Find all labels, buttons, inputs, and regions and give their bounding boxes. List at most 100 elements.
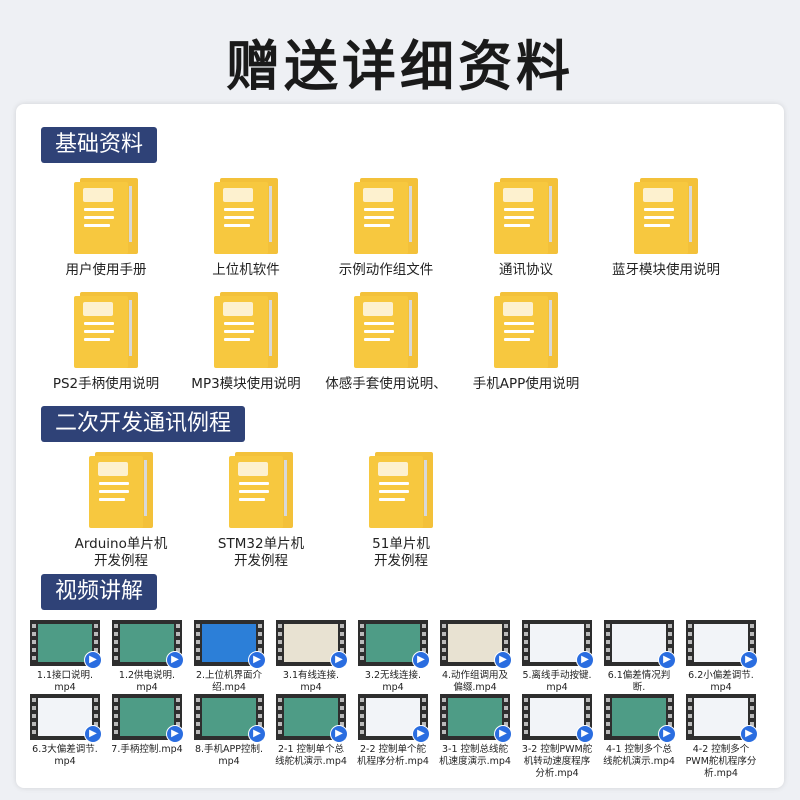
folder-icon [214,292,278,368]
video-thumbnail: ▶ [522,694,594,743]
folder-icon [74,178,138,254]
video-file-item[interactable]: ▶6.1偏差情况判断. mp4 [603,620,676,706]
video-thumbnail: ▶ [30,694,102,743]
video-file-item[interactable]: ▶6.3大偏差调节. mp4 [29,694,102,768]
folder-label: 通讯协议 [499,262,553,278]
folder-item[interactable]: MP3模块使用说明 [171,292,321,393]
video-thumbnail: ▶ [686,694,758,743]
folder-item[interactable]: 蓝牙模块使用说明 [591,178,741,279]
folder-icon [89,452,153,528]
folder-item[interactable]: 通讯协议 [451,178,601,279]
video-file-item[interactable]: ▶3-2 控制PWM舵 机转动速度程序 分析.mp4 [521,694,594,780]
folder-item[interactable]: Arduino单片机 开发例程 [46,452,196,570]
folder-icon [74,292,138,368]
folder-icon [369,452,433,528]
folder-icon [494,178,558,254]
video-file-item[interactable]: ▶1.1接口说明. mp4 [29,620,102,694]
video-file-item[interactable]: ▶4-2 控制多个 PWM舵机程序分 析.mp4 [685,694,758,780]
player-badge-icon: ▶ [740,651,758,669]
video-file-label: 7.手柄控制.mp4 [111,744,183,755]
video-file-item[interactable]: ▶4-1 控制多个总 线舵机演示.mp4 [603,694,676,768]
player-badge-icon: ▶ [248,725,266,743]
folder-label: PS2手柄使用说明 [52,376,160,392]
video-file-item[interactable]: ▶6.2小偏差调节. mp4 [685,620,758,694]
player-badge-icon: ▶ [166,725,184,743]
folder-label: 手机APP使用说明 [472,376,580,392]
video-file-label: 3.2无线连接. mp4 [364,670,422,693]
video-thumbnail: ▶ [686,620,758,669]
video-file-label: 3-1 控制总线舵 机速度演示.mp4 [439,744,511,767]
video-file-item[interactable]: ▶2.上位机界面介 绍.mp4 [193,620,266,694]
page-title: 赠送详细资料 [226,35,574,98]
video-file-item[interactable]: ▶5.离线手动按键. mp4 [521,620,594,694]
content-card: 基础资料 用户使用手册 上位机软件示例动作组文件 通讯协议 蓝牙模块使用说明 PS2手柄… [16,104,784,788]
player-badge-icon: ▶ [330,725,348,743]
section-basic-label: 基础资料 [41,127,158,163]
video-file-item[interactable]: ▶7.手柄控制.mp4 [111,694,184,756]
player-badge-icon: ▶ [330,651,348,669]
video-file-item[interactable]: ▶1.2供电说明. mp4 [111,620,184,694]
video-file-item[interactable]: ▶3-1 控制总线舵 机速度演示.mp4 [439,694,512,768]
player-badge-icon: ▶ [412,651,430,669]
video-file-label: 4-2 控制多个 PWM舵机程序分 析.mp4 [685,744,757,779]
folder-label: 51单片机 开发例程 [372,536,430,569]
folder-item[interactable]: 用户使用手册 [31,178,181,279]
video-file-label: 4.动作组调用及 偏缀.mp4 [441,670,509,693]
video-thumbnail: ▶ [440,694,512,743]
video-file-item[interactable]: ▶4.动作组调用及 偏缀.mp4 [439,620,512,694]
video-thumbnail: ▶ [604,620,676,669]
player-badge-icon: ▶ [576,651,594,669]
section-video-label: 视频讲解 [41,574,158,610]
player-badge-icon: ▶ [494,651,512,669]
folder-item[interactable]: 体感手套使用说明、 [311,292,461,393]
player-badge-icon: ▶ [658,725,676,743]
folder-item[interactable]: 上位机软件 [171,178,321,279]
folder-icon [354,292,418,368]
folder-item[interactable]: 手机APP使用说明 [451,292,601,393]
video-thumbnail: ▶ [30,620,102,669]
video-file-label: 2.上位机界面介 绍.mp4 [195,670,263,693]
video-file-item[interactable]: ▶2-1 控制单个总 线舵机演示.mp4 [275,694,348,768]
video-file-item[interactable]: ▶2-2 控制单个舵 机程序分析.mp4 [357,694,430,768]
folder-label: 示例动作组文件 [338,262,434,278]
video-file-label: 6.2小偏差调节. mp4 [688,670,754,693]
video-thumbnail: ▶ [358,620,430,669]
video-file-item[interactable]: ▶3.2无线连接. mp4 [357,620,430,694]
player-badge-icon: ▶ [248,651,266,669]
video-thumbnail: ▶ [604,694,676,743]
video-thumbnail: ▶ [440,620,512,669]
folder-item[interactable]: PS2手柄使用说明 [31,292,181,393]
video-thumbnail: ▶ [194,694,266,743]
video-file-label: 5.离线手动按键. mp4 [522,670,592,693]
video-file-label: 6.3大偏差调节. mp4 [32,744,98,767]
folder-icon [214,178,278,254]
video-thumbnail: ▶ [358,694,430,743]
folder-item[interactable]: 示例动作组文件 [311,178,461,279]
folder-icon [494,292,558,368]
video-thumbnail: ▶ [112,694,184,743]
folder-label: Arduino单片机 开发例程 [74,536,168,569]
video-file-label: 3-2 控制PWM舵 机转动速度程序 分析.mp4 [521,744,593,779]
video-file-label: 2-1 控制单个总 线舵机演示.mp4 [275,744,347,767]
video-file-item[interactable]: ▶3.1有线连接. mp4 [275,620,348,694]
video-file-item[interactable]: ▶8.手机APP控制. mp4 [193,694,266,768]
folder-label: 体感手套使用说明、 [325,376,447,392]
folder-icon [634,178,698,254]
player-badge-icon: ▶ [494,725,512,743]
folder-item[interactable]: 51单片机 开发例程 [326,452,476,570]
folder-label: STM32单片机 开发例程 [217,536,305,569]
player-badge-icon: ▶ [576,725,594,743]
folder-icon [229,452,293,528]
folder-item[interactable]: STM32单片机 开发例程 [186,452,336,570]
folder-label: MP3模块使用说明 [191,376,301,392]
video-file-label: 2-2 控制单个舵 机程序分析.mp4 [357,744,429,767]
folder-label: 用户使用手册 [65,262,147,278]
player-badge-icon: ▶ [84,725,102,743]
video-file-label: 1.2供电说明. mp4 [118,670,176,693]
video-file-label: 8.手机APP控制. mp4 [194,744,264,767]
player-badge-icon: ▶ [658,651,676,669]
player-badge-icon: ▶ [740,725,758,743]
video-file-label: 4-1 控制多个总 线舵机演示.mp4 [603,744,675,767]
video-file-label: 1.1接口说明. mp4 [36,670,94,693]
folder-label: 蓝牙模块使用说明 [612,262,720,278]
